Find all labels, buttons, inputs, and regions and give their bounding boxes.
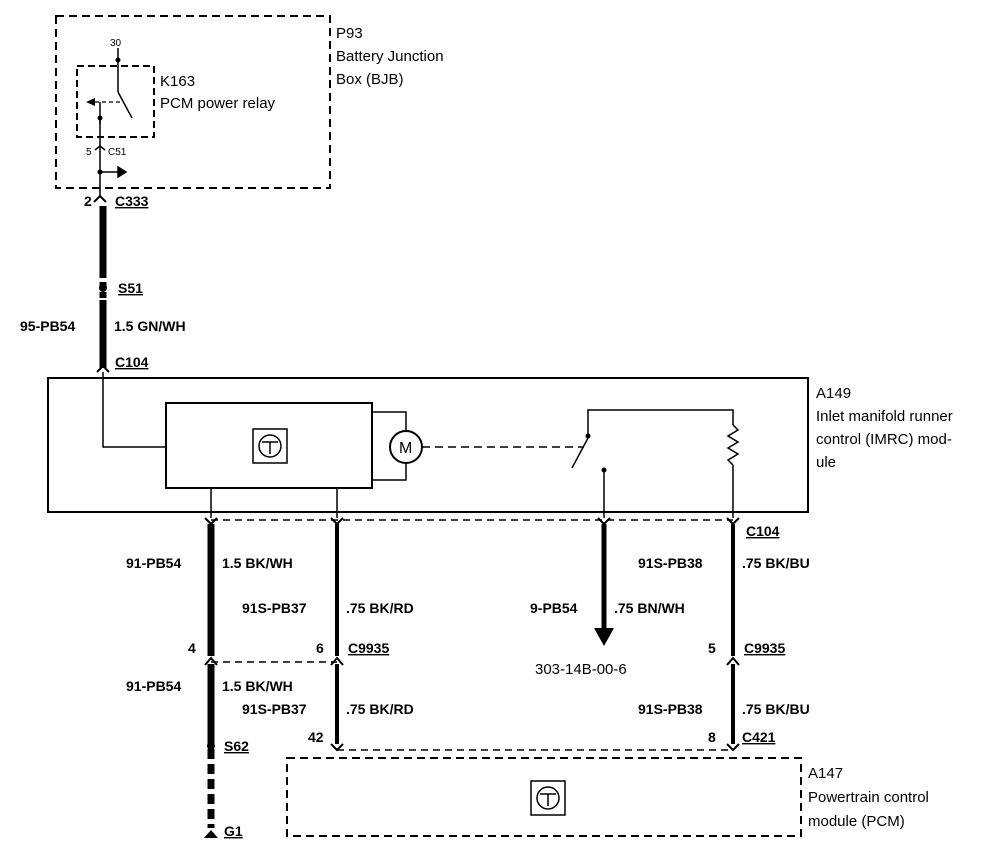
c421-label: C421 (742, 729, 776, 745)
wire-9-pb54-spec: .75 BN/WH (614, 600, 685, 616)
c9935-mark-3 (726, 656, 740, 666)
c333-label: C333 (115, 193, 149, 209)
c9935-mark-2 (330, 656, 344, 666)
wire-91s-pb37-lower-spec: .75 BK/RD (346, 701, 414, 717)
wire-91-pb54-lower-spec: 1.5 BK/WH (222, 678, 293, 694)
g1-label: G1 (224, 823, 243, 839)
c9935-left-label: C9935 (348, 640, 389, 656)
c104-mark-4 (726, 517, 740, 526)
motor-wire-top (372, 411, 407, 430)
bjb-name-line2: Box (BJB) (336, 71, 404, 88)
imrc-name-line3: ule (816, 454, 836, 471)
c333-pin: 2 (84, 193, 92, 209)
wire-95-pb54-spec: 1.5 GN/WH (114, 318, 186, 334)
motor-label: M (399, 440, 412, 457)
bjb-id: P93 (336, 25, 363, 42)
c421-pin-a: 42 (308, 729, 324, 745)
relay-pin30-label: 30 (110, 38, 122, 49)
c421-pin-b: 8 (708, 729, 716, 745)
imrc-controller-box (165, 402, 373, 489)
c104-mark-2 (330, 517, 344, 526)
c421-mark-2 (726, 743, 740, 752)
c333-connector-mark (93, 194, 107, 203)
c104-mark-1 (204, 517, 218, 526)
c9935-mark-1 (204, 656, 218, 666)
output-arrow (100, 165, 128, 179)
pcm-icon (530, 780, 566, 816)
c421-mark-1 (330, 743, 344, 752)
c9935-right-label: C9935 (744, 640, 785, 656)
relay-outline (76, 65, 155, 138)
bjb-name-line1: Battery Junction (336, 48, 444, 65)
c9935-right-pin: 5 (708, 640, 716, 656)
s51-label: S51 (118, 280, 143, 296)
wire-91s-pb38-lower-circuit: 91S-PB38 (638, 701, 703, 717)
imrc-name-line2: control (IMRC) mod- (816, 431, 952, 448)
wire-95-pb54-circuit: 95-PB54 (20, 318, 75, 334)
relay-contact-top (115, 57, 121, 63)
bjb-outline (55, 15, 331, 189)
imrc-internal-feed (102, 372, 166, 448)
c51-connector-mark (94, 145, 106, 151)
wire-91s-pb38-lower-spec: .75 BK/BU (742, 701, 810, 717)
c104-bottom-label: C104 (746, 523, 780, 539)
motor-wire-bottom (372, 464, 407, 481)
relay-arrow (86, 98, 95, 106)
wire-91s-pb37-lower-circuit: 91S-PB37 (242, 701, 307, 717)
relay-pin5-label: 5 (86, 147, 92, 158)
pcm-name-line2: module (PCM) (808, 813, 905, 830)
c104-top-label: C104 (115, 354, 149, 370)
switch-wire-top (587, 409, 734, 434)
imrc-name-line1: Inlet manifold runner (816, 408, 953, 425)
wire-9-pb54-arrow (594, 628, 614, 646)
relay-switch-blade (117, 91, 133, 119)
reference-label: 303-14B-00-6 (535, 661, 627, 678)
wire-91-pb54-upper-circuit: 91-PB54 (126, 555, 181, 571)
relay-name: PCM power relay (160, 95, 276, 112)
pcm-id: A147 (808, 765, 843, 782)
imrc-controller-icon (252, 428, 288, 464)
s62-splice-dot (207, 742, 215, 750)
wire-91-pb54-upper-spec: 1.5 BK/WH (222, 555, 293, 571)
switch-contact-top (585, 433, 591, 439)
relay-id: K163 (160, 73, 195, 90)
imrc-id: A149 (816, 385, 851, 402)
g1-ground-mark (204, 830, 218, 838)
c104-mark-3 (597, 517, 611, 526)
wire-91-pb54-lower-circuit: 91-PB54 (126, 678, 181, 694)
switch-blade (571, 437, 589, 469)
wire-91s-pb38-upper-circuit: 91S-PB38 (638, 555, 703, 571)
resistor-icon (726, 424, 740, 466)
wire-91s-pb38-upper-spec: .75 BK/BU (742, 555, 810, 571)
wire-9-pb54-circuit: 9-PB54 (530, 600, 578, 616)
pcm-name-line1: Powertrain control (808, 789, 929, 806)
c51-label: C51 (108, 147, 127, 158)
c9935-left-pin-a: 4 (188, 640, 196, 656)
pcm-outline (286, 757, 802, 837)
wire-91s-pb37-upper-circuit: 91S-PB37 (242, 600, 307, 616)
c104-top-connector-mark (96, 364, 110, 373)
imrc-outline (47, 377, 809, 513)
output-splice-dot (97, 169, 103, 175)
s62-label: S62 (224, 738, 249, 754)
c9935-left-pin-b: 6 (316, 640, 324, 656)
wire-91s-pb37-upper-spec: .75 BK/RD (346, 600, 414, 616)
s51-splice-dot (99, 284, 107, 292)
